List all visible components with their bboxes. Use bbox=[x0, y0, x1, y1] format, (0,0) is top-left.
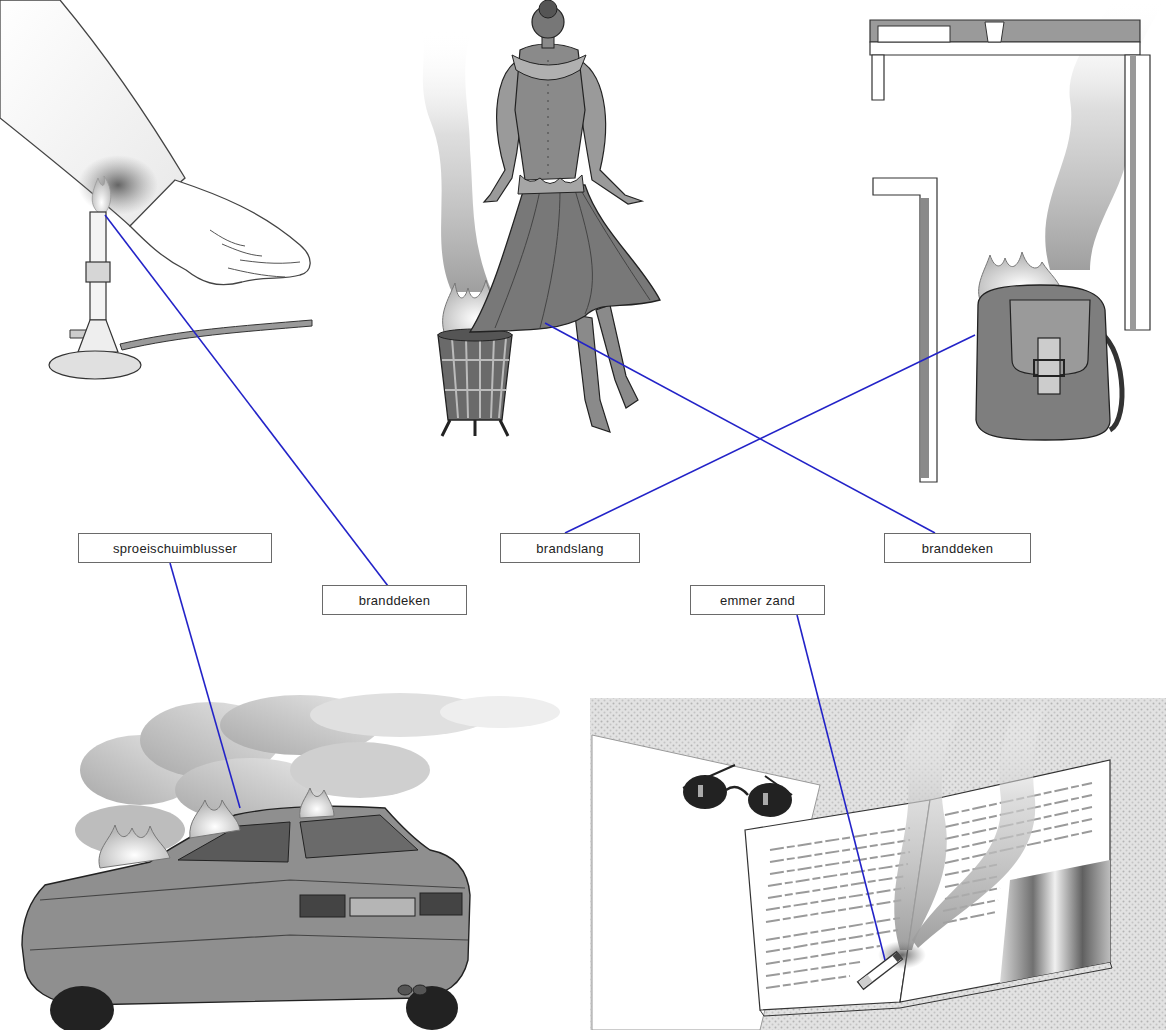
flames bbox=[99, 825, 170, 868]
leader-line bbox=[170, 563, 240, 808]
burner-base bbox=[49, 351, 141, 379]
sleeve bbox=[0, 0, 185, 226]
flame bbox=[92, 176, 111, 214]
skirt bbox=[470, 185, 660, 332]
glasses-lens bbox=[748, 783, 792, 817]
label-box: sproeischuimblusser bbox=[78, 533, 272, 563]
table-leg bbox=[872, 55, 884, 100]
gas-hose bbox=[120, 320, 312, 350]
cigarette-filter bbox=[861, 978, 870, 985]
exhaust bbox=[413, 985, 427, 995]
label-box: emmer zand bbox=[690, 585, 825, 615]
buckle bbox=[1034, 360, 1064, 376]
bunsen-scene bbox=[0, 0, 312, 379]
table-leg bbox=[1125, 55, 1150, 330]
rear-window bbox=[300, 815, 418, 858]
background-panel bbox=[590, 698, 1166, 1030]
backpack-scene bbox=[870, 0, 1166, 482]
leader-line bbox=[545, 323, 935, 533]
wheel bbox=[50, 986, 114, 1030]
hair-bun bbox=[539, 0, 557, 18]
frame-shade bbox=[921, 198, 929, 478]
cigarette-ember bbox=[895, 955, 900, 959]
book-scene bbox=[590, 698, 1166, 1030]
collar bbox=[512, 55, 586, 80]
buckle-strap bbox=[1038, 338, 1060, 394]
table-frame bbox=[873, 178, 937, 482]
smoke bbox=[420, 30, 492, 292]
label-text: emmer zand bbox=[720, 593, 795, 608]
glasses-lens bbox=[683, 775, 727, 809]
text-lines bbox=[766, 828, 910, 988]
smoke-cloud bbox=[440, 696, 560, 728]
label-box: branddeken bbox=[322, 585, 467, 615]
tail-light bbox=[300, 895, 345, 917]
table-top bbox=[870, 20, 1140, 42]
label-box: brandslang bbox=[500, 533, 640, 563]
leader-line bbox=[565, 335, 975, 533]
air-collar bbox=[86, 262, 110, 282]
flames bbox=[300, 788, 334, 818]
body-lines bbox=[30, 880, 468, 950]
leader-line bbox=[105, 215, 388, 586]
flames bbox=[190, 800, 240, 838]
basket-feet bbox=[442, 420, 508, 436]
label-box: branddeken bbox=[884, 533, 1031, 563]
leader-lines bbox=[105, 215, 975, 960]
label-text: sproeischuimblusser bbox=[113, 541, 237, 556]
sleeve bbox=[575, 58, 642, 204]
cup bbox=[985, 22, 1004, 42]
label-text: brandslang bbox=[536, 541, 603, 556]
book bbox=[878, 26, 950, 42]
car-scene bbox=[22, 693, 560, 1030]
finger-lines bbox=[210, 230, 300, 277]
leg-shade bbox=[1130, 55, 1136, 330]
tail-light bbox=[420, 893, 462, 915]
plate-area bbox=[350, 898, 415, 916]
lens-glint bbox=[763, 793, 768, 805]
leader-line bbox=[797, 615, 885, 960]
table-edge bbox=[870, 42, 1140, 55]
cigarette-outline bbox=[860, 955, 900, 986]
skirt-folds bbox=[495, 190, 650, 328]
lens-glint bbox=[698, 785, 703, 797]
hand bbox=[130, 180, 310, 285]
cigarette bbox=[861, 956, 899, 985]
car-body bbox=[22, 806, 470, 1005]
book-photo bbox=[1000, 860, 1110, 983]
scorch-mark bbox=[78, 155, 158, 215]
burner-neck bbox=[78, 320, 118, 352]
backpack bbox=[976, 285, 1110, 440]
leg bbox=[596, 305, 638, 408]
label-text: branddeken bbox=[359, 593, 431, 608]
basket-bars bbox=[442, 338, 509, 418]
wheel bbox=[406, 986, 458, 1030]
ruffle bbox=[518, 175, 584, 194]
fire-basket-scene bbox=[420, 0, 660, 436]
smoke bbox=[912, 698, 1050, 948]
glasses-bridge bbox=[726, 787, 748, 795]
fire-basket bbox=[438, 335, 512, 420]
label-text: branddeken bbox=[922, 541, 994, 556]
exhaust bbox=[398, 985, 412, 995]
